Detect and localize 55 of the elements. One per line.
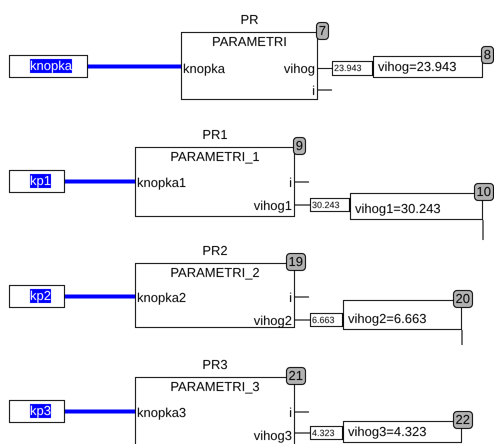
- block-type-name: PARAMETRI: [211, 35, 288, 49]
- variable-name: kp1: [30, 174, 51, 188]
- output-pin-label: vihog1: [254, 199, 292, 213]
- input-pin-label: knopka: [183, 62, 225, 76]
- execution-order-badge: 9: [292, 137, 306, 155]
- monitor-value-box: [310, 426, 343, 440]
- connection-line: [65, 294, 135, 298]
- connection-line: [318, 68, 332, 69]
- execution-order-badge: 8: [480, 46, 494, 64]
- monitor-value-box: [310, 198, 350, 212]
- connection-line: [88, 64, 181, 68]
- connection-line: [294, 432, 310, 434]
- input-pin-label: knopka1: [137, 176, 186, 190]
- output-pin-label: vihog3: [254, 429, 292, 443]
- execution-order-badge: 22: [452, 411, 473, 429]
- variable-name: knopka: [30, 59, 72, 73]
- connection-line: [65, 410, 135, 414]
- output-value: vihog=23.943: [378, 60, 456, 74]
- input-variable-box: [9, 285, 65, 308]
- variable-name: kp3: [30, 404, 51, 418]
- block-type-name: PARAMETRI_1: [169, 150, 261, 164]
- output-pin-label: vihog: [284, 62, 315, 76]
- input-variable-box: [9, 400, 65, 423]
- execution-order-badge: 21: [286, 367, 306, 385]
- output-value: vihog2=6.663: [348, 312, 426, 326]
- monitor-value: 23.943: [334, 62, 362, 75]
- connection-line: [65, 180, 135, 184]
- block-instance-name: PR3: [201, 358, 229, 372]
- block-instance-name: PR1: [201, 128, 229, 142]
- input-variable-box: [9, 55, 88, 78]
- input-variable-box: [9, 170, 65, 193]
- block-instance-name: PR2: [201, 244, 229, 258]
- input-pin-label: knopka2: [137, 291, 186, 305]
- execution-order-badge: 7: [316, 22, 329, 40]
- output-value: vihog3=4.323: [348, 425, 426, 439]
- output-pin-label: i: [289, 291, 292, 305]
- block-instance-name: PR: [239, 13, 260, 27]
- output-pin-label: i: [312, 84, 315, 98]
- block-type-name: PARAMETRI_3: [169, 380, 261, 394]
- monitor-value: 6.663: [312, 314, 335, 327]
- monitor-value-box: [310, 313, 343, 327]
- connection-line: [294, 204, 310, 206]
- monitor-value-box: [332, 61, 373, 76]
- execution-order-badge: 20: [452, 290, 473, 308]
- variable-name: kp2: [30, 289, 51, 303]
- input-pin-label: knopka3: [137, 406, 186, 420]
- block-type-name: PARAMETRI_2: [169, 266, 261, 280]
- monitor-value: 4.323: [312, 427, 335, 440]
- execution-order-badge: 10: [474, 183, 494, 201]
- output-pin-label: i: [289, 176, 292, 190]
- monitor-value: 30.243: [312, 199, 340, 212]
- output-pin-label: i: [289, 406, 292, 420]
- output-value: vihog1=30.243: [355, 202, 441, 216]
- output-pin-label: vihog2: [254, 314, 292, 328]
- execution-order-badge: 19: [286, 253, 306, 271]
